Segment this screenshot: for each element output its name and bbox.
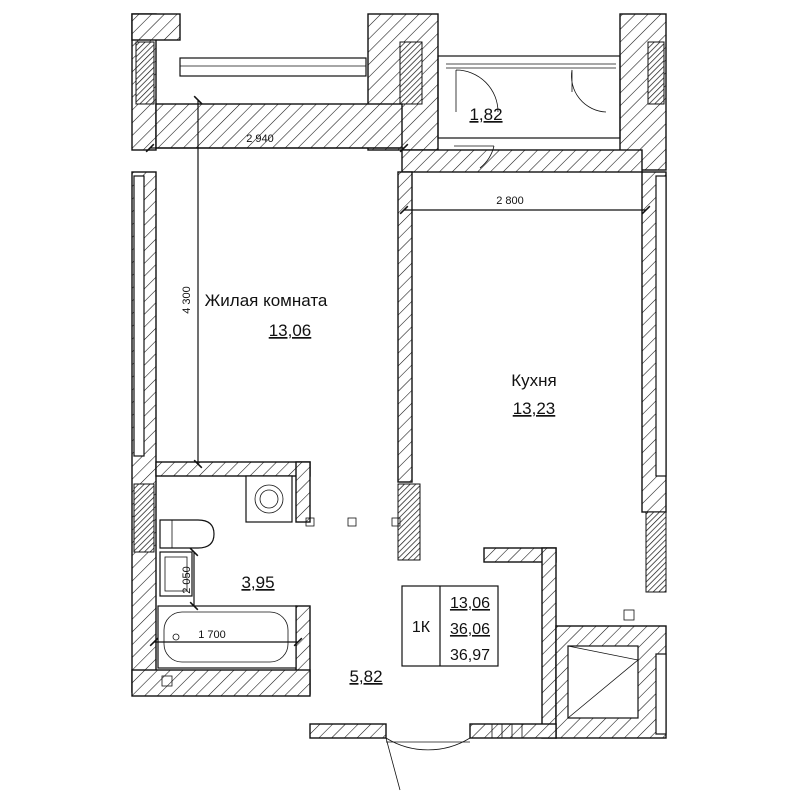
fixtures <box>157 475 635 791</box>
walls <box>131 13 667 739</box>
summary-total-area: 36,06 <box>450 621 490 638</box>
area-bathroom: 3,95 <box>241 573 274 592</box>
summary-box: 1К 13,06 36,06 36,97 <box>401 585 499 667</box>
window-right-wall <box>655 175 667 477</box>
wall-partition-living-kitchen <box>397 171 413 483</box>
wall-living-top <box>155 103 403 149</box>
window-living <box>179 57 367 77</box>
dim-bath-width: 1 700 <box>198 629 226 641</box>
wall-bottom-entrance-right <box>469 723 557 739</box>
dim-living-width: 2 940 <box>246 133 274 145</box>
column-top-middle <box>399 41 423 105</box>
column-partition <box>397 483 421 561</box>
summary-total-with-balcony: 36,97 <box>450 647 490 664</box>
area-hallway: 5,82 <box>349 667 382 686</box>
washing-machine <box>245 475 293 523</box>
dim-bath-depth: 2 050 <box>181 566 193 594</box>
room-area-kitchen: 13,23 <box>513 399 556 418</box>
dim-living-length: 4 300 <box>181 286 193 314</box>
summary-type: 1К <box>412 619 431 636</box>
area-balcony: 1,82 <box>469 105 502 124</box>
wall-bath-right <box>295 461 311 523</box>
column-right <box>645 511 667 593</box>
column-left <box>133 483 155 553</box>
wall-bath-top <box>155 461 311 477</box>
column-top-right <box>647 41 665 105</box>
shaft-lines <box>567 645 639 719</box>
wall-bottom-entrance-left <box>309 723 387 739</box>
balcony-door-left <box>455 69 499 113</box>
toilet <box>159 519 215 549</box>
window-left-wall <box>133 175 145 457</box>
dim-kitchen-width: 2 800 <box>496 195 524 207</box>
wall-bottom-left <box>131 669 311 697</box>
wall-lower-right-vertical <box>541 547 557 739</box>
wall-top-left-cap <box>131 13 181 41</box>
wall-kitchen-top <box>401 149 643 173</box>
window-bottom-right <box>655 653 667 735</box>
entrance-door <box>385 737 471 791</box>
balcony-door-right <box>571 69 607 113</box>
room-name-kitchen: Кухня <box>511 371 557 390</box>
shaft-inner <box>567 645 639 719</box>
room-area-living: 13,06 <box>269 321 312 340</box>
dimension-lines <box>145 95 651 647</box>
kitchen-balcony-door <box>454 145 495 169</box>
summary-living-area: 13,06 <box>450 595 490 612</box>
windows <box>133 55 667 735</box>
balcony-frame <box>437 55 621 139</box>
bathtub <box>157 605 297 669</box>
column-top-left <box>135 41 155 105</box>
room-name-living: Жилая комната <box>205 291 328 310</box>
